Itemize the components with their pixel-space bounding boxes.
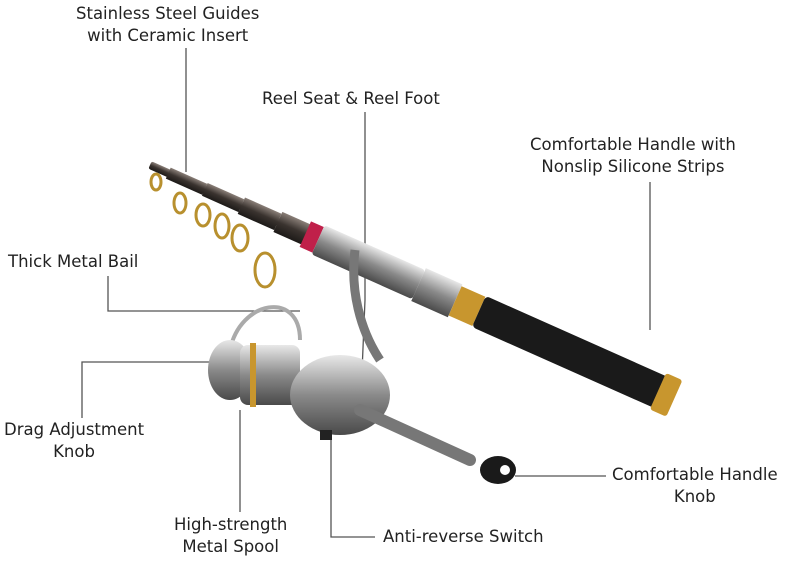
label-guides-line1: Stainless Steel Guides (76, 4, 260, 23)
reel-seat (312, 226, 425, 299)
rod-blank (149, 161, 682, 416)
label-anti-reverse: Anti-reverse Switch (383, 527, 544, 546)
label-handle-knob-line2: Knob (673, 487, 716, 506)
handle-knob (480, 456, 516, 484)
label-reel-seat: Reel Seat & Reel Foot (262, 89, 440, 108)
red-ring (299, 221, 324, 253)
label-handle: Comfortable Handle with Nonslip Silicone… (530, 134, 736, 178)
label-spool-line2: Metal Spool (182, 537, 279, 556)
label-drag-line1: Drag Adjustment (4, 420, 145, 439)
handle-grip (473, 297, 668, 408)
label-spool-line1: High-strength (174, 515, 288, 534)
label-guides: Stainless Steel Guides with Ceramic Inse… (76, 3, 259, 47)
label-drag: Drag Adjustment Knob (4, 419, 144, 463)
label-handle-knob-line1: Comfortable Handle (612, 465, 778, 484)
label-bail: Thick Metal Bail (8, 252, 139, 271)
guides (149, 172, 277, 289)
label-handle-knob: Comfortable Handle Knob (612, 464, 778, 508)
label-guides-line2: with Ceramic Insert (87, 26, 249, 45)
label-drag-line2: Knob (53, 442, 95, 461)
leader-lines (81, 48, 651, 538)
spinning-reel (208, 249, 516, 484)
label-handle-line2: Nonslip Silicone Strips (541, 157, 725, 176)
label-spool: High-strength Metal Spool (174, 514, 287, 558)
label-handle-line1: Comfortable Handle with (530, 135, 736, 154)
bail (228, 305, 302, 351)
